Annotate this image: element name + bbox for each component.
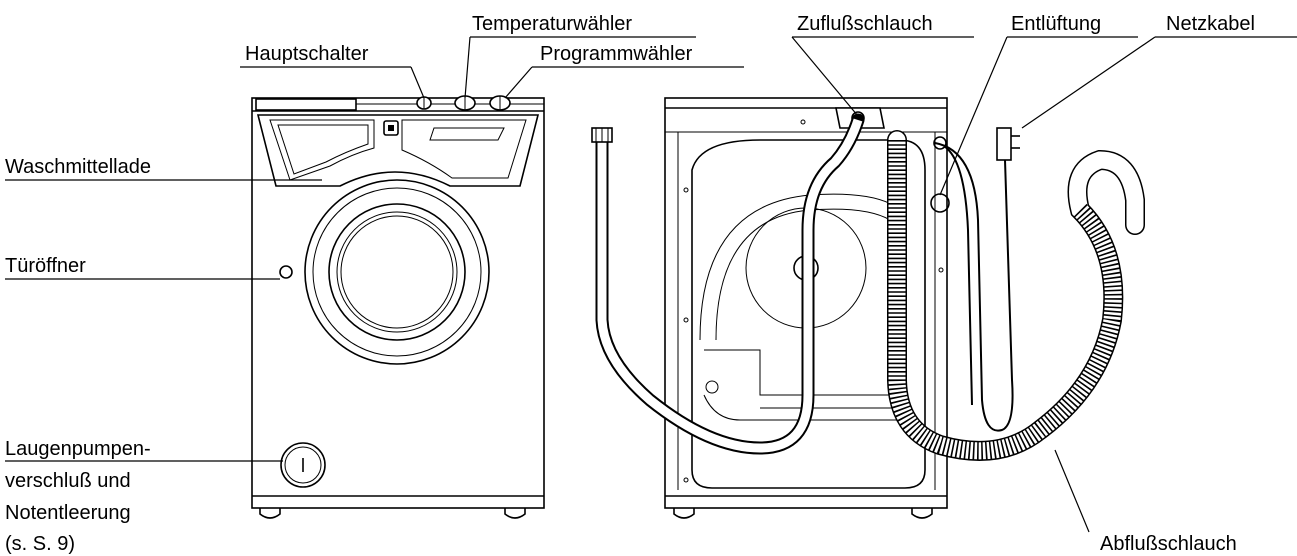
label-laugenpumpe-3: Notentleerung: [5, 502, 131, 524]
brand-logo-icon: [383, 120, 399, 136]
label-entlueftung: Entlüftung: [1011, 13, 1101, 35]
main-switch-knob: [416, 96, 432, 110]
label-zuflussschlauch: Zuflußschlauch: [797, 13, 933, 35]
label-waschmittellade: Waschmittellade: [5, 156, 151, 178]
leader-lines: [5, 36, 1297, 533]
program-knob: [489, 95, 511, 111]
label-temperaturwaehler: Temperaturwähler: [472, 13, 632, 35]
label-laugenpumpe-1: Laugenpumpen-: [5, 438, 151, 460]
label-laugenpumpe-2: verschluß und: [5, 470, 131, 492]
temperature-knob: [454, 95, 476, 111]
label-netzkabel: Netzkabel: [1166, 13, 1255, 35]
pump-cover: [280, 442, 326, 488]
labels: Temperaturwähler Zuflußschlauch Entlüftu…: [5, 13, 1255, 555]
washing-machine-front-icon: [251, 95, 545, 519]
label-abflussschlauch: Abflußschlauch: [1100, 533, 1237, 555]
label-laugenpumpe-4: (s. S. 9): [5, 533, 75, 555]
power-plug-icon: [996, 127, 1020, 161]
washing-machine-rear-icon: [591, 97, 1145, 519]
label-tueroeffner: Türöffner: [5, 255, 86, 277]
label-programmwaehler: Programmwähler: [540, 43, 693, 65]
door-porthole: [304, 179, 490, 365]
label-hauptschalter: Hauptschalter: [245, 43, 369, 65]
door-opener-button: [279, 265, 293, 279]
